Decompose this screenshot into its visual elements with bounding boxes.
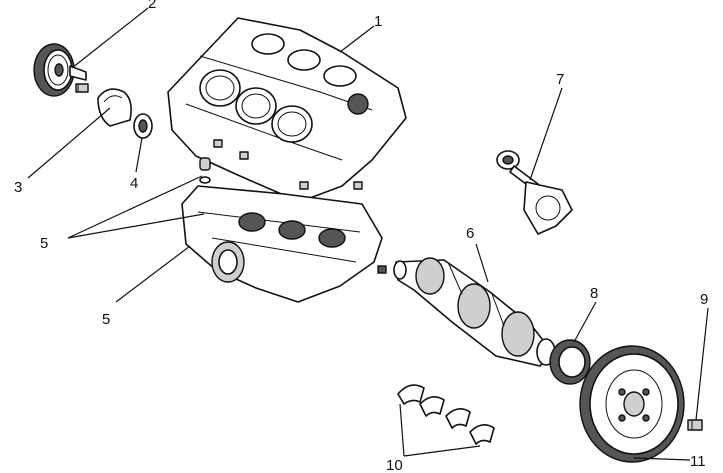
- dowel-pin: [199, 157, 211, 184]
- callout-2: 2: [148, 0, 156, 12]
- callout-8: 8: [590, 285, 598, 302]
- connecting-rod: [496, 150, 573, 235]
- front-cover: [97, 88, 132, 127]
- flywheel: [579, 345, 685, 463]
- front-oil-seal: [133, 113, 153, 139]
- callout-10: 10: [386, 457, 403, 473]
- callout-11: 11: [690, 453, 706, 470]
- flywheel-bolt: [687, 419, 703, 431]
- crankshaft: [393, 257, 556, 367]
- callout-7: 7: [556, 71, 564, 88]
- rear-oil-seal: [549, 339, 591, 385]
- cylinder-block: [167, 17, 407, 199]
- lower-crankcase: [181, 185, 383, 303]
- callout-9: 9: [700, 291, 708, 308]
- callout-5-lower: 5: [102, 311, 110, 328]
- callout-3: 3: [14, 179, 22, 196]
- callout-1: 1: [374, 13, 382, 30]
- crank-bolt: [377, 265, 387, 274]
- leader-lines: [27, 7, 709, 461]
- callout-labels: 1 2 3 4 5 5 6 7 8 9 10 11: [14, 0, 708, 473]
- callout-4: 4: [130, 175, 138, 192]
- callout-6: 6: [466, 225, 474, 242]
- callout-5-upper: 5: [40, 235, 48, 252]
- crankshaft-pulley: [33, 43, 87, 97]
- pulley-bolt: [75, 83, 89, 93]
- bearing-shells: [397, 384, 495, 445]
